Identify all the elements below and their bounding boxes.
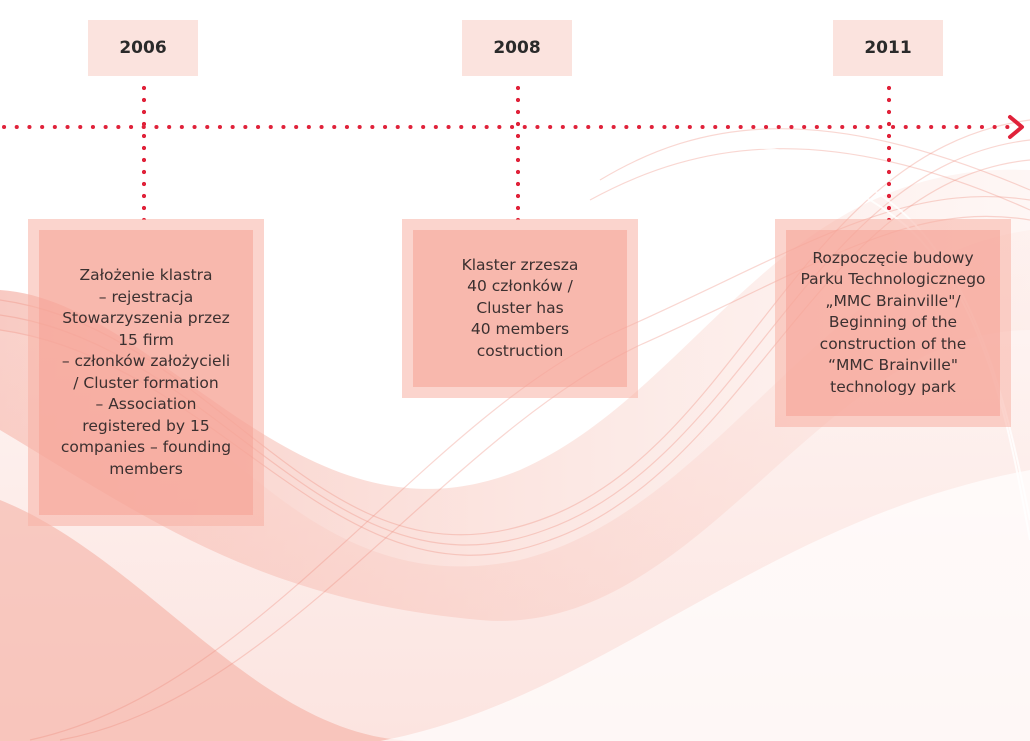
year-label-2011: 2011 xyxy=(833,20,943,76)
event-description-2011: Rozpoczęcie budowy Parku Technologiczneg… xyxy=(800,248,986,396)
chevron-right-icon xyxy=(1008,115,1024,139)
event-card-2006: Założenie klastra – rejestracja Stowarzy… xyxy=(28,219,264,526)
event-description-2008: Klaster zrzesza 40 członków / Cluster ha… xyxy=(461,255,579,360)
timeline-axis xyxy=(2,115,1024,139)
event-card-2008: Klaster zrzesza 40 członków / Cluster ha… xyxy=(402,219,638,398)
year-label-2008: 2008 xyxy=(462,20,572,76)
year-label-2006: 2006 xyxy=(88,20,198,76)
connector-dots-2006 xyxy=(142,82,146,220)
connector-dots-2008 xyxy=(516,82,520,220)
event-card-2011: Rozpoczęcie budowy Parku Technologiczneg… xyxy=(775,219,1011,427)
event-description-2006: Założenie klastra – rejestracja Stowarzy… xyxy=(60,266,232,478)
connector-dots-2011 xyxy=(887,82,891,220)
